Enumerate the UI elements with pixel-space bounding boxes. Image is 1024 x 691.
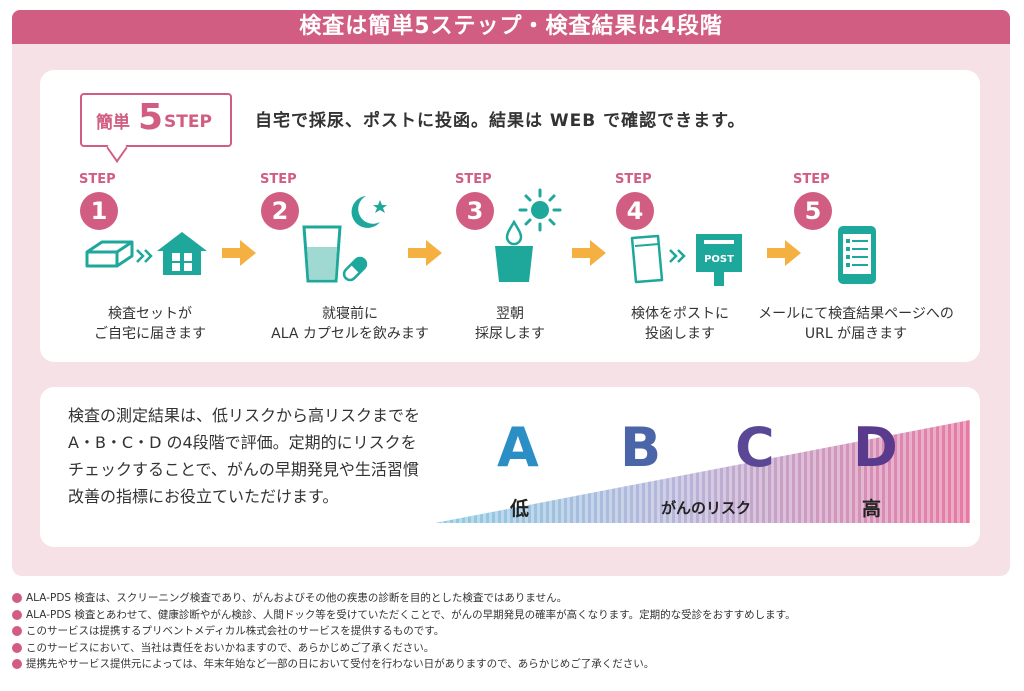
badge-prefix: 簡単: [96, 113, 130, 133]
risk-mid-label: がんのリスク: [661, 499, 752, 517]
easy-5-step-badge: 簡単 5 STEP: [80, 93, 232, 147]
risk-description: 検査の測定結果は、低リスクから高リスクまでを A・B・C・D の4段階で評価。定…: [68, 406, 421, 506]
note-text: 提携先やサービス提供元によっては、年末年始など一部の日において受付を行わない日が…: [26, 658, 655, 670]
mailbox-icon: POST: [696, 234, 742, 286]
note-text: ALA-PDS 検査は、スクリーニング検査であり、がんおよびその他の疾患の診断を…: [26, 592, 568, 604]
step-2-caption: 就寝前に ALA カプセルを飲みます: [271, 306, 429, 342]
envelope-icon: [630, 234, 686, 284]
moon-star-icon: [351, 196, 387, 228]
bullet-icon: [12, 659, 22, 669]
notes-list: ALA-PDS 検査は、スクリーニング検査であり、がんおよびその他の疾患の診断を…: [12, 590, 796, 673]
step-3-caption: 翌朝 採尿します: [475, 306, 545, 342]
risk-high-label: 高: [862, 498, 882, 520]
step-4-label: STEP: [615, 172, 652, 187]
arrow-right-icon: [572, 240, 606, 266]
note-text: このサービスにおいて、当社は責任をおいかねますので、あらかじめご了承ください。: [26, 641, 435, 654]
bullet-icon: [12, 626, 22, 636]
page-title: 検査は簡単5ステップ・検査結果は4段階: [12, 10, 1010, 44]
step-5-number: 5: [794, 192, 832, 230]
grade-d: D: [853, 416, 898, 479]
note-item: ALA-PDS 検査とあわせて、健康診断やがん検診、人間ドック等を受けていただく…: [12, 607, 796, 624]
sun-icon: [518, 188, 562, 232]
step-5-caption: メールにて検査結果ページへの URL が届きます: [758, 306, 954, 342]
step-4-number: 4: [616, 192, 654, 230]
arrow-right-icon: [408, 240, 442, 266]
bullet-icon: [12, 642, 22, 653]
note-item: このサービスは提携するプリベントメディカル株式会社のサービスを提供するものです。: [12, 623, 796, 640]
badge-number: 5: [138, 97, 164, 138]
step-1-label: STEP: [79, 172, 116, 187]
grade-c: C: [735, 416, 775, 479]
bullet-icon: [12, 593, 22, 603]
note-text: ALA-PDS 検査とあわせて、健康診断やがん検診、人間ドック等を受けていただく…: [26, 608, 796, 621]
risk-low-label: 低: [510, 498, 530, 520]
package-icon: [85, 240, 153, 268]
note-item: ALA-PDS 検査は、スクリーニング検査であり、がんおよびその他の疾患の診断を…: [12, 590, 796, 607]
step-2-number: 2: [261, 192, 299, 230]
note-text: このサービスは提携するプリベントメディカル株式会社のサービスを提供するものです。: [26, 625, 445, 637]
arrow-right-icon: [767, 240, 801, 266]
step-1-caption: 検査セットが ご自宅に届きます: [94, 306, 206, 342]
step-1-number: 1: [80, 192, 118, 230]
steps-headline: 自宅で採尿、ポストに投函。結果は WEB で確認できます。: [255, 111, 746, 131]
bullet-icon: [12, 609, 22, 620]
grade-b: B: [620, 416, 662, 479]
house-icon: [157, 232, 207, 275]
smartphone-list-icon: [838, 226, 876, 284]
post-label: POST: [704, 254, 734, 265]
urine-cup-icon: [495, 220, 533, 282]
water-glass-icon: [302, 225, 342, 283]
risk-gradient-wedge: [435, 420, 970, 523]
note-item: 提携先やサービス提供元によっては、年末年始など一部の日において受付を行わない日が…: [12, 656, 796, 673]
badge-suffix: STEP: [164, 112, 212, 132]
note-item: このサービスにおいて、当社は責任をおいかねますので、あらかじめご了承ください。: [12, 640, 796, 657]
step-3-label: STEP: [455, 172, 492, 187]
step-3-number: 3: [456, 192, 494, 230]
step-4-caption: 検体をポストに 投函します: [631, 306, 729, 342]
capsule-icon: [342, 256, 368, 282]
arrow-right-icon: [222, 240, 256, 266]
grade-a: A: [497, 416, 539, 479]
step-5-label: STEP: [793, 172, 830, 187]
step-2-label: STEP: [260, 172, 297, 187]
